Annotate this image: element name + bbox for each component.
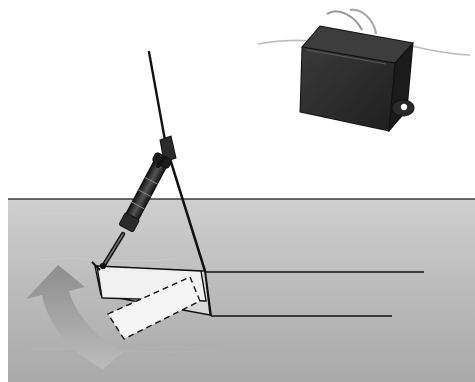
control-box-icon	[258, 10, 470, 131]
water	[8, 199, 475, 382]
